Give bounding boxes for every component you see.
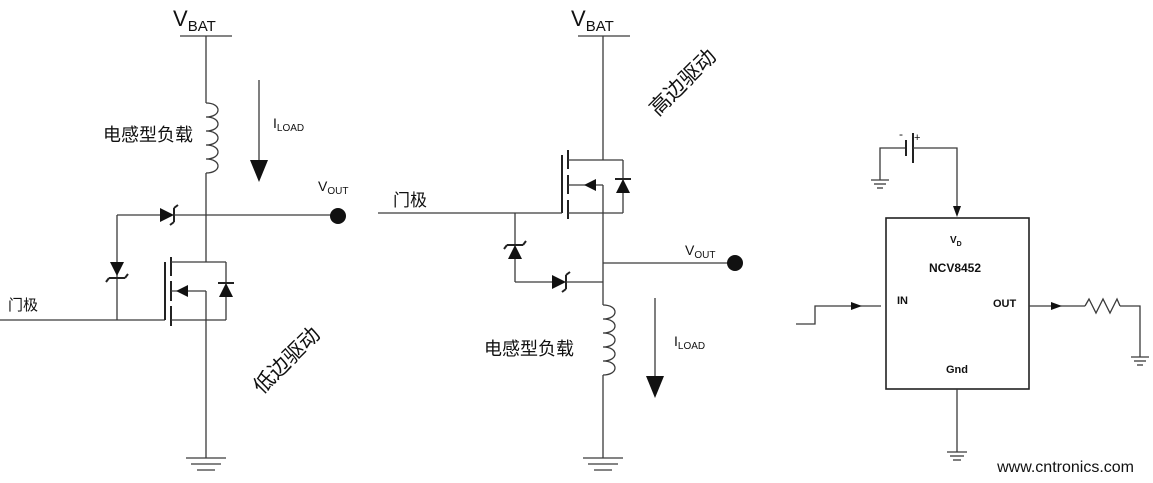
low-zener-tri — [160, 208, 174, 222]
low-side-circuit: VBAT 电感型负载 ILOAD VOUT 门极 — [0, 6, 348, 471]
input-arrow — [851, 302, 862, 310]
high-current-arrow-head — [646, 376, 664, 398]
high-vout-label: VOUT — [685, 242, 715, 261]
low-body-diode — [219, 283, 233, 297]
low-ground-icon — [186, 457, 226, 471]
high-zener-bar — [503, 240, 527, 250]
high-inductor — [602, 304, 616, 376]
vd-wire — [913, 147, 958, 210]
high-side-circuit: VBAT 高边驱动 门极 VOUT 电感型负载 ILOAD — [378, 6, 743, 471]
high-vbat-label: VBAT — [571, 6, 614, 35]
battery-minus: - — [899, 127, 903, 141]
ncv8452-circuit: NCV8452 VD IN OUT Gnd - + — [796, 127, 1149, 461]
low-gate-label: 门极 — [8, 296, 38, 314]
load-ground-icon — [1131, 356, 1149, 366]
low-vbat-label: VBAT — [173, 6, 216, 35]
output-arrow — [1051, 302, 1062, 310]
battery-ground-icon — [871, 179, 889, 189]
ncv8452-box — [885, 217, 1030, 390]
ic-vd-label: VD — [950, 235, 962, 248]
high-gate-label: 门极 — [393, 191, 427, 211]
low-side-title: 低边驱动 — [249, 322, 325, 398]
low-zener2-bar — [105, 273, 129, 283]
high-fet-arrow — [584, 179, 596, 191]
load-resistor — [1084, 297, 1121, 315]
battery-ground-wire — [879, 147, 906, 180]
vd-arrow — [953, 206, 961, 217]
high-zener-tri — [508, 245, 522, 259]
ic-ground-icon — [947, 451, 967, 461]
high-load-label: 电感型负载 — [484, 339, 574, 360]
high-side-title: 高边驱动 — [645, 44, 721, 120]
watermark: www.cntronics.com — [996, 459, 1134, 476]
low-inductor — [205, 102, 219, 174]
ic-part-label: NCV8452 — [929, 261, 981, 275]
high-body-diode — [616, 179, 630, 193]
low-vout-node — [330, 208, 346, 224]
high-ground-icon — [583, 457, 623, 471]
high-zener2-tri — [552, 275, 566, 289]
high-iload-label: ILOAD — [674, 333, 705, 352]
input-pulse-wire — [796, 305, 881, 325]
ic-in-label: IN — [897, 295, 908, 307]
battery-plus: + — [914, 132, 920, 144]
low-current-arrow-head — [250, 160, 268, 182]
ic-gnd-label: Gnd — [946, 364, 968, 376]
low-load-label: 电感型负载 — [103, 125, 193, 146]
ic-out-label: OUT — [993, 298, 1017, 310]
low-vout-label: VOUT — [318, 178, 348, 197]
high-vout-node — [727, 255, 743, 271]
low-iload-label: ILOAD — [273, 115, 304, 134]
low-fet-arrow — [176, 285, 188, 297]
low-zener2-tri — [110, 262, 124, 276]
